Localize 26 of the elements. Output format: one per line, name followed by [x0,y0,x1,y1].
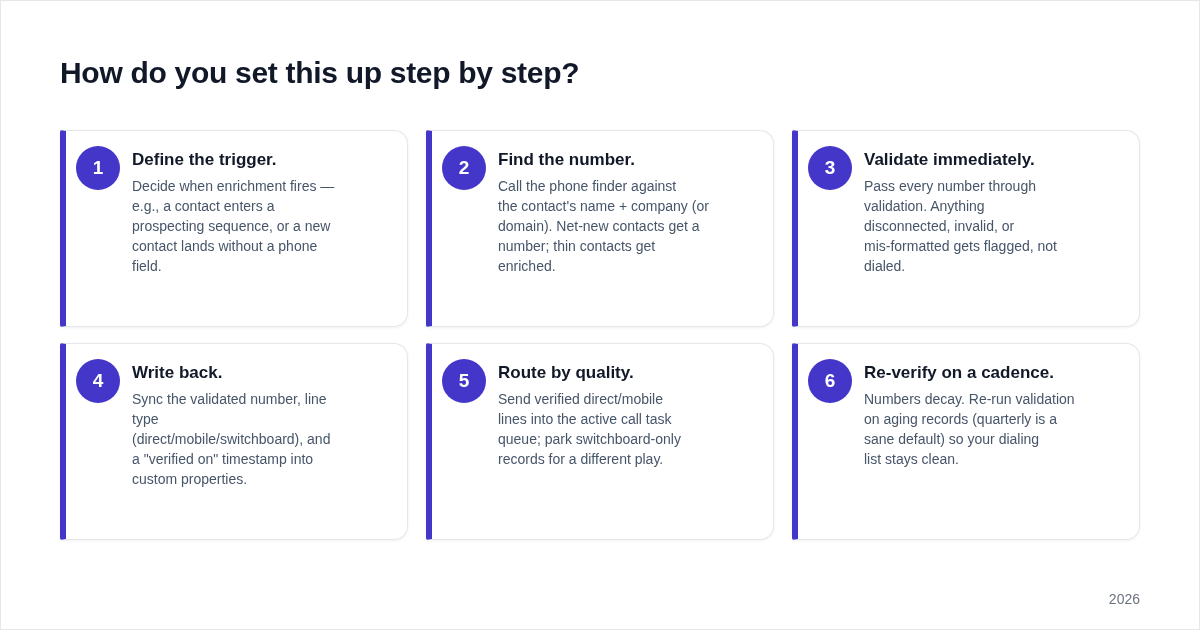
step-number: 4 [76,359,120,403]
step-number: 6 [808,359,852,403]
step-heading: Validate immediately. [864,150,1035,170]
page-title: How do you set this up step by step? [60,56,580,90]
step-number: 1 [76,146,120,190]
step-description: Send verified direct/mobile lines into the active call task queue; park switchboard-only records for a different play. [498,390,681,469]
step-card [792,343,1140,540]
step-card [792,130,1140,327]
step-heading: Write back. [132,363,223,383]
step-heading: Route by quality. [498,363,634,383]
step-heading: Find the number. [498,150,635,170]
step-description: Sync the validated number, line type (direct/mobile/switchboard), and a "verified on" timestamp into custom properties. [132,390,331,489]
step-heading: Re-verify on a cadence. [864,363,1054,383]
step-description: Decide when enrichment fires — e.g., a contact enters a prospecting sequence, or a new contact lands without a phone field. [132,177,335,276]
step-card [60,130,408,327]
step-card [426,343,774,540]
year-label: 2026 [1108,591,1140,607]
step-number: 3 [808,146,852,190]
step-card [426,130,774,327]
step-number: 2 [442,146,486,190]
step-card [60,343,408,540]
step-description: Numbers decay. Re-run validation on aging records (quarterly is a sane default) so your dialing list stays clean. [864,390,1075,469]
step-heading: Define the trigger. [132,150,277,170]
step-description: Call the phone finder against the contact's name + company (or domain). Net-new contacts get a number; thin contacts get enriched. [498,177,709,276]
step-description: Pass every number through validation. Anything disconnected, invalid, or mis-formatted gets flagged, not dialed. [864,177,1057,276]
step-number: 5 [442,359,486,403]
